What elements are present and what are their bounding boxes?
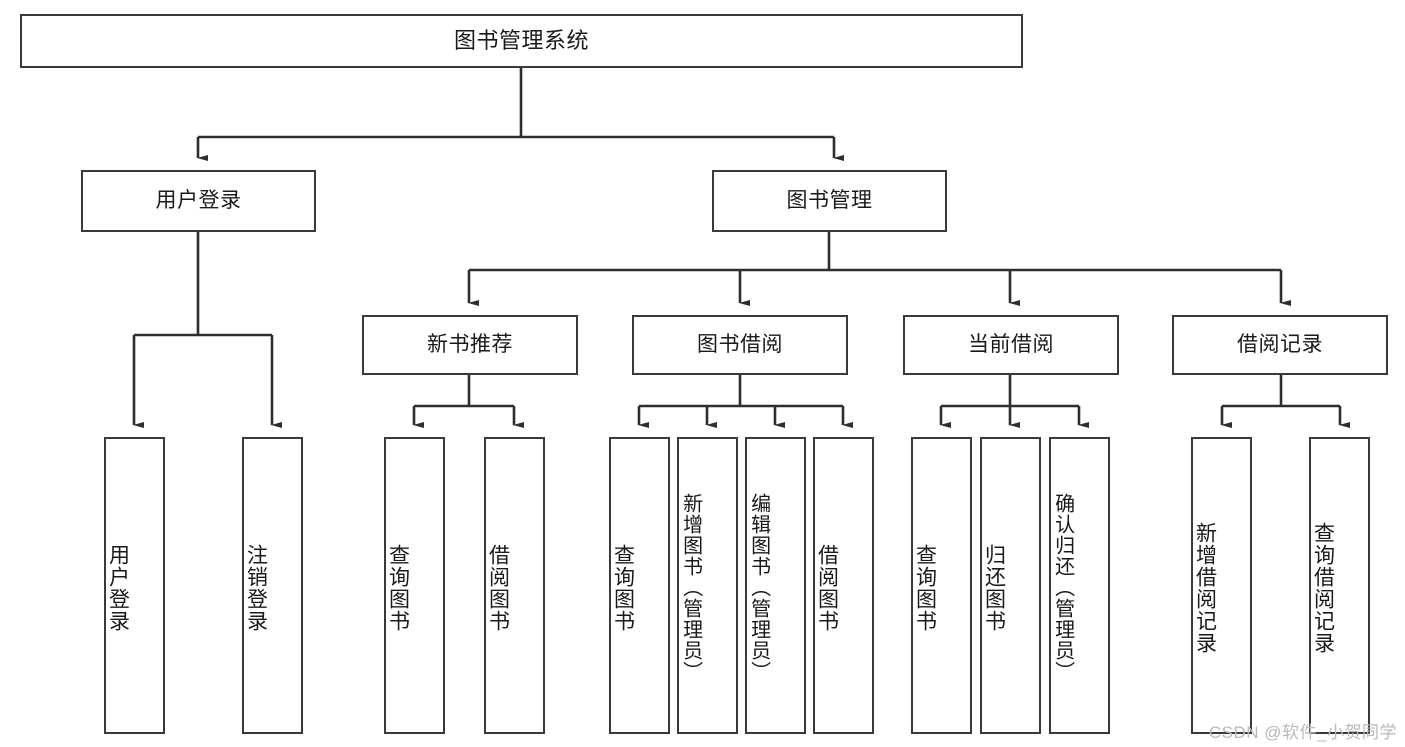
node-label: 借阅图书 [486, 543, 510, 632]
node-label: 查询借阅记录 [1311, 521, 1335, 654]
leaf-logout[interactable]: 注销登录 [242, 437, 303, 734]
node-label: 查询图书 [913, 543, 937, 632]
node-current-borrow[interactable]: 当前借阅 [903, 315, 1119, 375]
node-label: 用户登录 [155, 188, 242, 212]
node-label: 查询图书 [386, 543, 410, 632]
leaf-bookborrow-borrow-books[interactable]: 借阅图书 [813, 437, 874, 734]
leaf-borrowrecord-query-record[interactable]: 查询借阅记录 [1309, 437, 1370, 734]
node-book-management[interactable]: 图书管理 [712, 170, 947, 232]
leaf-bookborrow-edit-book-admin[interactable]: 编辑图书（管理员） [745, 437, 806, 734]
node-label: 注销登录 [244, 543, 268, 632]
leaf-newbook-query-books[interactable]: 查询图书 [384, 437, 445, 734]
leaf-bookborrow-add-book-admin[interactable]: 新增图书（管理员） [677, 437, 738, 734]
node-label: 归还图书 [982, 543, 1006, 632]
node-book-borrow[interactable]: 图书借阅 [632, 315, 848, 375]
node-user-login[interactable]: 用户登录 [81, 170, 316, 232]
node-label: 新增借阅记录 [1193, 521, 1217, 654]
leaf-currentborrow-confirm-return-admin[interactable]: 确认归还（管理员） [1049, 437, 1110, 734]
leaf-currentborrow-return-books[interactable]: 归还图书 [980, 437, 1041, 734]
leaf-borrowrecord-add-record[interactable]: 新增借阅记录 [1191, 437, 1252, 734]
node-label: 借阅记录 [1237, 332, 1323, 356]
watermark: CSDN @软件_小贺同学 [1208, 723, 1397, 742]
node-label: 借阅图书 [815, 543, 839, 632]
node-label: 当前借阅 [968, 332, 1054, 356]
node-label: 查询图书 [611, 543, 635, 632]
node-borrow-record[interactable]: 借阅记录 [1172, 315, 1388, 375]
leaf-bookborrow-query-books[interactable]: 查询图书 [609, 437, 670, 734]
node-label: 图书管理 [786, 188, 873, 212]
node-label: 确认归还（管理员） [1051, 493, 1074, 682]
leaf-user-login[interactable]: 用户登录 [104, 437, 165, 734]
leaf-newbook-borrow-books[interactable]: 借阅图书 [484, 437, 545, 734]
node-label: 新书推荐 [427, 332, 513, 356]
node-root-library-system[interactable]: 图书管理系统 [20, 14, 1023, 68]
node-new-book-recommend[interactable]: 新书推荐 [362, 315, 578, 375]
leaf-currentborrow-query-books[interactable]: 查询图书 [911, 437, 972, 734]
node-label: 编辑图书（管理员） [747, 493, 770, 682]
node-label: 用户登录 [106, 543, 130, 632]
node-label: 图书管理系统 [453, 28, 589, 54]
node-label: 图书借阅 [697, 332, 783, 356]
node-label: 新增图书（管理员） [679, 493, 702, 682]
